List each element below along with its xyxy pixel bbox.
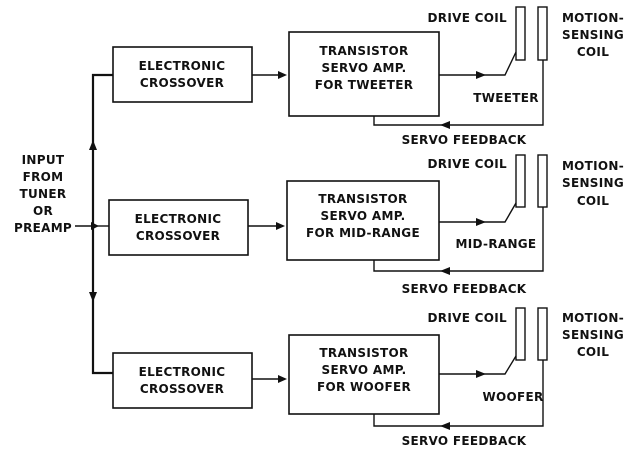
servo-amp-label: TRANSISTOR: [319, 44, 408, 58]
motion-sensing-coil-icon: [537, 6, 548, 61]
bus-arrow-up: [89, 140, 97, 150]
servo-feedback-path: [373, 360, 544, 427]
input-bus-line: [91, 73, 113, 375]
drive-coil-icon: [515, 6, 526, 61]
servo-feedback-label: SERVO FEEDBACK: [402, 434, 527, 448]
crossover-label: CROSSOVER: [140, 76, 224, 90]
servo-amp-box: [288, 31, 440, 117]
feedback-arrow: [440, 422, 450, 430]
input-label-line: FROM: [23, 170, 64, 184]
crossover-label: CROSSOVER: [136, 229, 220, 243]
servo-amp-label: SERVO AMP.: [321, 209, 406, 223]
drive-coil-label: DRIVE COIL: [428, 157, 508, 171]
servo-amp-box: [286, 180, 440, 261]
speaker-label: MID-RANGE: [456, 237, 537, 251]
crossover-box: [112, 352, 253, 409]
channel-mid-range: ELECTRONIC CROSSOVER TRANSISTOR SERVO AM…: [108, 154, 624, 296]
motion-sensing-coil-icon: [537, 307, 548, 361]
input-label-line: TUNER: [20, 187, 67, 201]
drive-coil-icon: [515, 154, 526, 208]
crossover-label: ELECTRONIC: [135, 212, 222, 226]
motion-sensing-coil-label: SENSING: [562, 328, 624, 342]
crossover-label: ELECTRONIC: [139, 365, 226, 379]
servo-feedback-path: [373, 60, 544, 126]
drive-coil-label: DRIVE COIL: [428, 311, 508, 325]
drive-coil-lead: [492, 202, 517, 223]
servo-amp-label: SERVO AMP.: [322, 363, 407, 377]
drive-arrow: [476, 218, 486, 226]
signal-arrow: [278, 71, 287, 79]
drive-coil-lead: [492, 51, 517, 76]
channel-tweeter: ELECTRONIC CROSSOVER TRANSISTOR SERVO AM…: [112, 6, 624, 147]
signal-arrow: [278, 375, 287, 383]
servo-feedback-path: [373, 207, 544, 272]
input-label-line: OR: [33, 204, 53, 218]
input-bus: [75, 73, 113, 375]
crossover-box: [108, 199, 249, 256]
input-label-line: INPUT: [22, 153, 65, 167]
feedback-arrow: [440, 267, 450, 275]
drive-coil-icon: [515, 307, 526, 361]
motion-sensing-coil-label: MOTION-: [562, 311, 624, 325]
drive-coil-lead: [492, 355, 517, 375]
motion-sensing-coil-label: COIL: [577, 45, 609, 59]
input-label-line: PREAMP: [14, 221, 72, 235]
motion-sensing-coil-label: COIL: [577, 345, 609, 359]
feedback-arrow: [440, 121, 450, 129]
servo-feedback-label: SERVO FEEDBACK: [402, 282, 527, 296]
motion-sensing-coil-icon: [537, 154, 548, 208]
motion-sensing-coil-label: COIL: [577, 194, 609, 208]
drive-arrow: [476, 71, 486, 79]
servo-amp-label: TRANSISTOR: [319, 346, 408, 360]
servo-amp-label: FOR WOOFER: [317, 380, 411, 394]
speaker-label: WOOFER: [482, 390, 543, 404]
drive-coil-label: DRIVE COIL: [428, 11, 508, 25]
servo-feedback-label: SERVO FEEDBACK: [402, 133, 527, 147]
speaker-label: TWEETER: [473, 91, 539, 105]
crossover-label: CROSSOVER: [140, 382, 224, 396]
motion-sensing-coil-label: SENSING: [562, 176, 624, 190]
servo-amp-label: SERVO AMP.: [322, 61, 407, 75]
servo-amp-label: FOR MID-RANGE: [306, 226, 420, 240]
channel-woofer: ELECTRONIC CROSSOVER TRANSISTOR SERVO AM…: [112, 307, 624, 448]
motion-sensing-coil-label: MOTION-: [562, 159, 624, 173]
servo-amp-label: TRANSISTOR: [318, 192, 407, 206]
crossover-box: [112, 46, 253, 103]
signal-arrow: [276, 222, 285, 230]
motion-sensing-coil-label: MOTION-: [562, 11, 624, 25]
crossover-label: ELECTRONIC: [139, 59, 226, 73]
servo-amp-label: FOR TWEETER: [315, 78, 414, 92]
motion-sensing-coil-label: SENSING: [562, 28, 624, 42]
input-label: INPUT FROM TUNER OR PREAMP: [14, 153, 72, 235]
bus-arrow-down: [89, 292, 97, 302]
drive-arrow: [476, 370, 486, 378]
